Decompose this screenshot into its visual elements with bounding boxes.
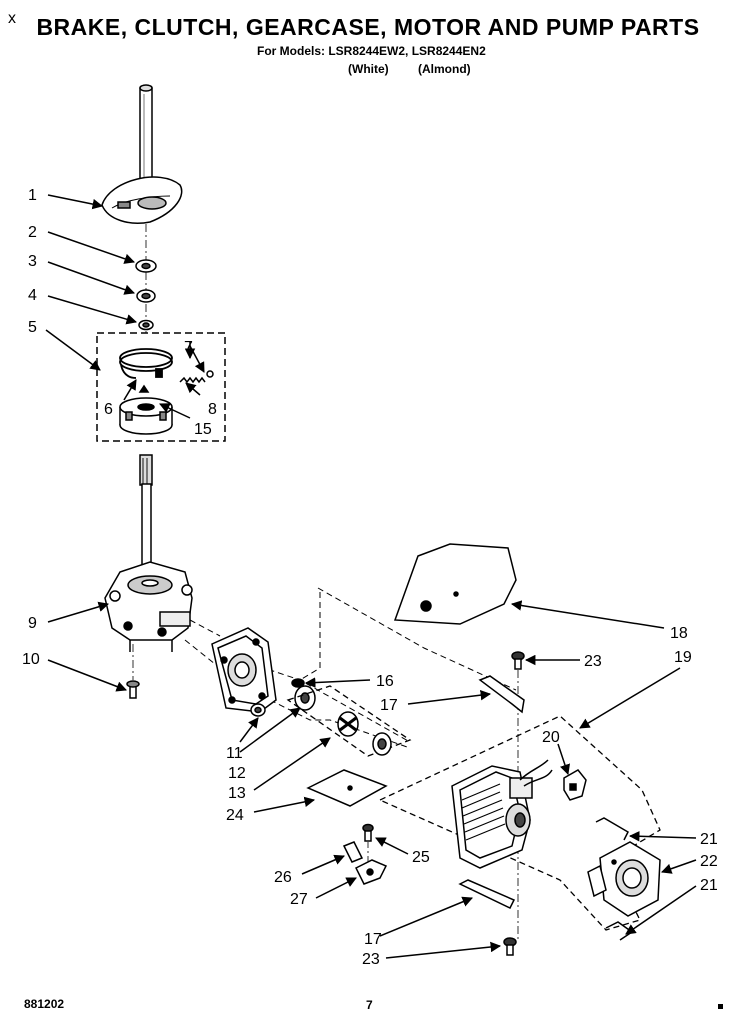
wiring-harness	[519, 759, 553, 787]
callout-15: 15	[194, 421, 212, 438]
callout-4: 4	[28, 287, 37, 304]
color-almond-label: (Almond)	[418, 62, 471, 76]
callout-12: 12	[228, 765, 246, 782]
callout-17-top: 17	[380, 697, 398, 714]
page-title: BRAKE, CLUTCH, GEARCASE, MOTOR AND PUMP …	[36, 14, 700, 40]
callout-11: 11	[226, 745, 243, 762]
callout-18: 18	[670, 625, 688, 642]
leader-lines	[45, 194, 697, 959]
callout-labels: 1 2 3 4 5 6 7 8 15 9 10 16 17 11 12 13 2…	[22, 187, 718, 968]
bracket-assembly	[342, 823, 388, 885]
nut-part-11	[250, 703, 266, 717]
gearcase-part	[104, 454, 193, 652]
callout-25: 25	[412, 849, 430, 866]
coupling-disc	[337, 711, 359, 737]
washer-part-2	[135, 259, 157, 273]
clip-part-21-top	[595, 817, 629, 841]
washer-part-4	[138, 319, 154, 331]
callout-23-bottom: 23	[362, 951, 380, 968]
motor-part	[451, 765, 533, 869]
washer-part-3	[136, 289, 156, 303]
gearcase-mounting-plate	[211, 627, 277, 713]
insulator-part-24	[306, 769, 388, 807]
callout-24: 24	[226, 807, 244, 824]
screw-part-23-bottom	[503, 937, 517, 956]
pump-part-22	[587, 841, 661, 917]
brake-shaft-part	[101, 84, 183, 224]
motor-shield-part	[393, 543, 517, 625]
callout-27: 27	[290, 891, 308, 908]
callout-23-top: 23	[584, 653, 602, 670]
screw-part-10	[126, 680, 140, 699]
callout-19: 19	[674, 649, 692, 666]
strap-part-17-top	[478, 675, 525, 714]
callout-10: 10	[22, 651, 40, 668]
callout-13: 13	[228, 785, 246, 802]
clutch-hub-part	[119, 384, 173, 435]
coupling-disc-2	[372, 732, 392, 756]
callout-22: 22	[700, 853, 718, 870]
color-white-label: (White)	[348, 62, 389, 76]
page-number: 7	[366, 998, 373, 1012]
callout-6: 6	[104, 401, 113, 418]
nut-part-16	[291, 678, 305, 688]
callout-20: 20	[542, 729, 560, 746]
screw-part-23-top	[511, 651, 525, 670]
callout-26: 26	[274, 869, 292, 886]
coupling-assembly-box	[286, 685, 412, 757]
registration-mark	[718, 1004, 723, 1009]
callout-8: 8	[208, 401, 217, 418]
callout-21-top: 21	[700, 831, 718, 848]
clutch-spring-part	[179, 370, 214, 384]
clutch-band-part	[119, 348, 173, 379]
callout-21-bottom: 21	[700, 877, 718, 894]
connector-part-20	[563, 769, 587, 801]
callout-16: 16	[376, 673, 394, 690]
clutch-assembly-box	[96, 332, 226, 442]
clip-part-21-bottom	[605, 921, 634, 941]
callout-17-bottom: 17	[364, 931, 382, 948]
callout-9: 9	[28, 615, 37, 632]
callout-1: 1	[28, 187, 37, 204]
models-line: For Models: LSR8244EW2, LSR8244EN2	[257, 44, 486, 58]
strap-part-17-bottom	[458, 879, 516, 909]
callout-5: 5	[28, 319, 37, 336]
callout-2: 2	[28, 224, 37, 241]
corner-mark: x	[8, 10, 16, 27]
document-number: 881202	[24, 997, 65, 1011]
callout-7: 7	[184, 339, 193, 356]
callout-3: 3	[28, 253, 37, 270]
